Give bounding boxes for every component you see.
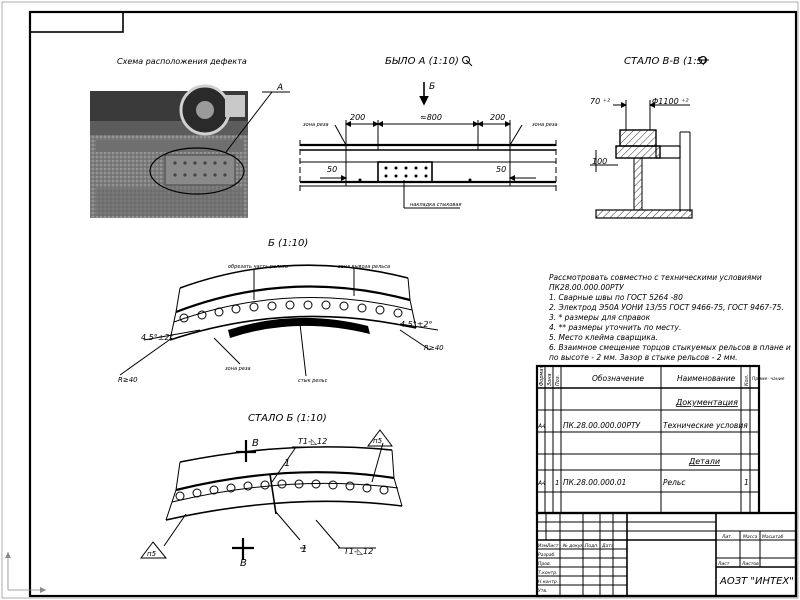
tb-date: Дата — [601, 543, 614, 549]
tb-masshtab: Масштаб — [762, 534, 784, 540]
tb-company: АОЗТ "ИНТЕХ" — [719, 576, 794, 587]
weld-triangle-right-icon — [367, 429, 393, 447]
tri-left-label: п5 — [147, 550, 157, 558]
technical-notes: Рассмотровать совместно с техническими у… — [549, 273, 791, 362]
tb-izm: Изм. — [538, 543, 549, 549]
header-designation: Обозначение — [592, 374, 644, 383]
dim-before-left: 200 — [350, 113, 365, 122]
curved-rail-b-drawing — [119, 264, 439, 377]
note-line: 6. Взаимное смещение торцов стыкуемых ре… — [549, 343, 791, 352]
tb-prov: Пров. — [538, 561, 551, 567]
view-before-marker-icon — [462, 56, 473, 67]
curved-rail-after-drawing — [163, 440, 403, 560]
tri-right-label: п5 — [373, 437, 383, 445]
row-doc-format: А4 — [537, 423, 546, 430]
tb-nkontr: Н.контр. — [538, 579, 558, 585]
note-b-left-r: R≥40 — [118, 376, 138, 384]
row-doc-designation: ПК.28.00.000.00РТУ — [563, 421, 641, 430]
scheme-title: Схема расположения дефекта — [117, 57, 247, 66]
row-part-format: А4 — [537, 480, 546, 487]
note-line: 2. Электрод Э50А УОНИ 13/55 ГОСТ 9466-75… — [549, 303, 784, 312]
arrow-b-label: Б — [429, 82, 435, 92]
weld-bottom-label: Т1-◺12 — [344, 547, 373, 556]
note-line: по высоте - 2 мм. Зазор в стыке рельсов … — [549, 353, 738, 362]
row-doc-name: Технические условия — [663, 421, 748, 430]
note-b-right-r: R≥40 — [424, 344, 444, 352]
note-before-bottom: накладка стыковая — [410, 202, 461, 208]
arrow-v-bottom-label: В — [240, 558, 247, 569]
position-1-top: 1 — [284, 458, 290, 469]
note-before-right: зона реза — [532, 122, 558, 128]
position-1-bottom: 1 — [301, 544, 307, 555]
defect-photo — [90, 84, 290, 218]
note-line: 3. * размеры для справок — [549, 313, 651, 322]
tb-massa: Масса — [743, 534, 758, 540]
section-drawing — [590, 100, 693, 219]
view-section-marker-icon — [697, 56, 709, 64]
note-line: ПК28.00.000.00РТУ — [549, 283, 624, 292]
dim-before-right: 200 — [490, 113, 505, 122]
note-line: 4. ** размеры уточнить по месту. — [549, 323, 681, 332]
header-pos: Поз. — [555, 375, 561, 386]
tb-sheets: Листов — [741, 561, 759, 567]
note-b-right-angle: 4.5°±2° — [400, 320, 433, 329]
row-part-qty: 1 — [744, 478, 749, 487]
header-name: Наименование — [677, 374, 736, 383]
note-line: Рассмотровать совместно с техническими у… — [549, 273, 762, 282]
row-part-pos: 1 — [555, 479, 559, 487]
header-note: Приме- чание — [752, 376, 785, 382]
weld-triangle-left-icon — [140, 541, 168, 559]
tb-razrab: Разраб. — [538, 552, 556, 558]
arrow-v-top-label: В — [252, 438, 259, 449]
note-before-left: зона реза — [303, 122, 329, 128]
photo-callout: A — [276, 83, 283, 93]
tb-tkontr: Т.контр. — [538, 570, 558, 576]
dim-section-100: 100 — [592, 157, 607, 166]
tb-utv: Утв. — [538, 588, 547, 594]
coordinate-axes-icon — [5, 552, 46, 593]
weld-top-label: Т1-◺12 — [298, 437, 327, 446]
title-block: Изм. Лист № докум. Подп. Дата Разраб. Пр… — [535, 511, 798, 598]
tb-list: Лист — [546, 543, 559, 549]
view-section-title: СТАЛО В-В (1:5) — [624, 56, 707, 67]
header-zone: Зона — [547, 373, 553, 386]
tb-doc-no: № докум. — [562, 543, 585, 549]
note-b-left-angle: 4.5°±2° — [141, 333, 174, 342]
note-line: 1. Сварные швы по ГОСТ 5264 -80 — [549, 293, 683, 302]
dim-before-bottom-right: 50 — [496, 165, 506, 174]
view-after-b-title: СТАЛО Б (1:10) — [248, 413, 327, 424]
note-line: 5. Место клейма сварщика. — [549, 333, 658, 342]
header-qty: Кол. — [744, 375, 750, 386]
section-parts: Детали — [688, 457, 720, 466]
view-before-title: БЫЛО А (1:10) — [385, 56, 459, 67]
tb-lit: Лит. — [721, 534, 732, 540]
note-b-top-right: зона вывоза рельса — [338, 264, 390, 270]
tb-sheet: Лист — [717, 561, 730, 567]
dim-before-bottom-left: 50 — [327, 165, 337, 174]
spec-table: Формат Зона Поз. Обозначение Наименовани… — [535, 365, 785, 515]
dim-section-70: 70 ⁺² — [590, 97, 611, 106]
view-b-title: Б (1:10) — [268, 238, 308, 249]
row-part-name: Рельс — [663, 478, 686, 487]
section-docs: Документация — [675, 398, 738, 407]
tb-sign: Подп. — [585, 543, 599, 549]
dim-before-mid: ≈800 — [420, 113, 442, 122]
note-b-bottom-left: зона реза — [225, 366, 251, 372]
note-b-top-left: обрезать часть рельса — [228, 264, 288, 270]
header-format: Формат — [539, 365, 545, 386]
rail-before-drawing — [299, 120, 557, 209]
note-b-bottom-mid: стык рельс — [298, 378, 328, 384]
row-part-designation: ПК.28.00.000.01 — [563, 478, 626, 487]
dim-section-dia: Φ1100 ⁺² — [652, 97, 689, 106]
